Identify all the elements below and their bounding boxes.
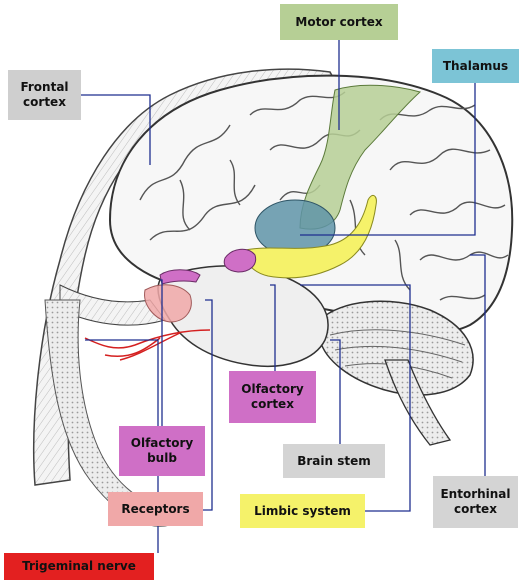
label-frontal-cortex-line1: Frontal (20, 80, 68, 95)
label-entorhinal-cortex: Entorhinal cortex (433, 476, 518, 528)
label-brain-stem-text: Brain stem (297, 454, 371, 469)
label-olfactory-bulb-line1: Olfactory (131, 436, 193, 451)
label-trigeminal-nerve-text: Trigeminal nerve (22, 559, 136, 574)
label-entorhinal-cortex-line1: Entorhinal (440, 487, 510, 502)
label-olfactory-cortex-line1: Olfactory (241, 382, 303, 397)
label-frontal-cortex-line2: cortex (23, 95, 66, 110)
label-trigeminal-nerve: Trigeminal nerve (4, 553, 154, 580)
label-thalamus: Thalamus (432, 49, 519, 83)
label-olfactory-bulb: Olfactory bulb (119, 426, 205, 476)
label-receptors: Receptors (108, 492, 203, 526)
label-motor-cortex: Motor cortex (280, 4, 398, 40)
label-olfactory-cortex-line2: cortex (251, 397, 294, 412)
label-entorhinal-cortex-line2: cortex (454, 502, 497, 517)
label-motor-cortex-text: Motor cortex (295, 15, 382, 30)
label-limbic-system-text: Limbic system (254, 504, 351, 519)
label-frontal-cortex: Frontal cortex (8, 70, 81, 120)
label-olfactory-cortex: Olfactory cortex (229, 371, 316, 423)
label-thalamus-text: Thalamus (443, 59, 508, 74)
label-limbic-system: Limbic system (240, 494, 365, 528)
label-brain-stem: Brain stem (283, 444, 385, 478)
label-receptors-text: Receptors (121, 502, 189, 517)
label-olfactory-bulb-line2: bulb (147, 451, 177, 466)
